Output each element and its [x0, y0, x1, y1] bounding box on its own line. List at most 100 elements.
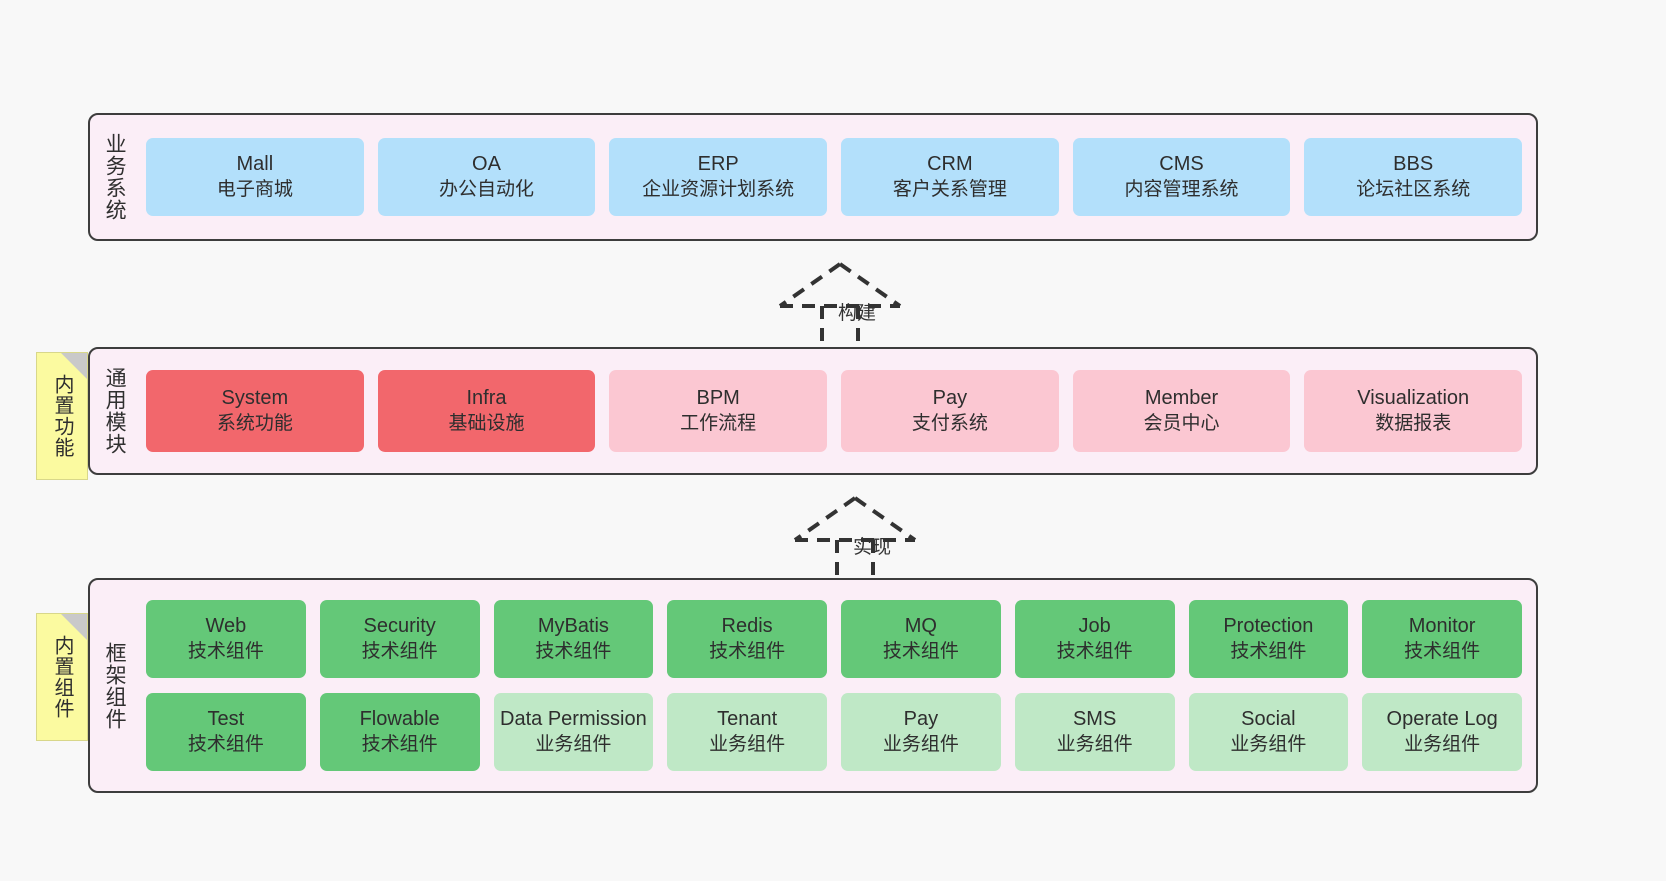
card-title: Pay: [932, 387, 968, 410]
card-title: CMS: [1159, 153, 1204, 176]
card-bpm[interactable]: BPM 工作流程: [609, 370, 828, 452]
card-row: Test 技术组件 Flowable 技术组件 Data Permission …: [146, 693, 1522, 771]
card-title: Mall: [236, 153, 274, 176]
card-bbs[interactable]: BBS 论坛社区系统: [1304, 138, 1523, 216]
layer-title-common-module: 通用模块: [103, 367, 127, 455]
card-title: Test: [207, 708, 245, 731]
card-security[interactable]: Security 技术组件: [319, 600, 480, 678]
card-title: Security: [363, 615, 436, 638]
card-title: Visualization: [1357, 387, 1470, 410]
card-system[interactable]: System 系统功能: [146, 370, 364, 452]
card-tenant[interactable]: Tenant 业务组件: [667, 693, 827, 771]
card-row: Mall 电子商城 OA 办公自动化 ERP 企业资源计划系统 CRM 客户关系…: [146, 138, 1523, 216]
layer-body-business-system: Mall 电子商城 OA 办公自动化 ERP 企业资源计划系统 CRM 客户关系…: [138, 115, 1536, 239]
card-title: Redis: [721, 615, 773, 638]
sticky-note-builtin-features: 内置功能: [36, 352, 88, 480]
layer-title-framework-component: 框架组件: [103, 641, 127, 730]
folded-corner-icon: [61, 614, 87, 640]
card-web[interactable]: Web 技术组件: [146, 600, 306, 678]
card-title: MQ: [904, 615, 937, 638]
card-title: Operate Log: [1386, 708, 1498, 731]
card-title: Social: [1241, 708, 1296, 731]
card-visualization[interactable]: Visualization 数据报表: [1304, 370, 1523, 452]
card-operate-log[interactable]: Operate Log 业务组件: [1362, 693, 1522, 771]
card-subtitle: 业务组件: [1404, 733, 1481, 755]
card-subtitle: 内容管理系统: [1124, 178, 1239, 200]
card-subtitle: 会员中心: [1143, 412, 1220, 434]
card-row: Web 技术组件 Security 技术组件 MyBatis 技术组件 Redi…: [146, 600, 1522, 678]
card-title: SMS: [1072, 708, 1117, 731]
card-subtitle: 技术组件: [882, 640, 959, 662]
sticky-note-builtin-components: 内置组件: [36, 613, 88, 741]
card-title: System: [221, 387, 289, 410]
layer-body-framework-component: Web 技术组件 Security 技术组件 MyBatis 技术组件 Redi…: [138, 580, 1536, 791]
card-subtitle: 办公自动化: [439, 178, 535, 200]
card-infra[interactable]: Infra 基础设施: [377, 370, 596, 452]
card-subtitle: 技术组件: [1404, 640, 1481, 662]
card-mybatis[interactable]: MyBatis 技术组件: [493, 600, 654, 678]
card-flowable[interactable]: Flowable 技术组件: [319, 693, 480, 771]
card-title: ERP: [697, 153, 739, 176]
layer-business-system: 业务系统 Mall 电子商城 OA 办公自动化 ERP 企业资源计划系统 CRM…: [88, 113, 1538, 241]
card-subtitle: 企业资源计划系统: [642, 178, 795, 200]
card-subtitle: 业务组件: [709, 733, 786, 755]
card-pay-component[interactable]: Pay 业务组件: [841, 693, 1001, 771]
connector-label: 实现: [853, 537, 892, 558]
card-title: BPM: [696, 387, 740, 410]
card-oa[interactable]: OA 办公自动化: [377, 138, 596, 216]
card-member[interactable]: Member 会员中心: [1072, 370, 1291, 452]
card-title: Tenant: [717, 708, 778, 731]
card-crm[interactable]: CRM 客户关系管理: [841, 138, 1059, 216]
sticky-note-label: 内置功能: [51, 374, 73, 458]
card-subtitle: 技术组件: [361, 733, 438, 755]
card-test[interactable]: Test 技术组件: [146, 693, 306, 771]
card-subtitle: 业务组件: [535, 733, 612, 755]
card-protection[interactable]: Protection 技术组件: [1188, 600, 1349, 678]
connector-label: 构建: [838, 303, 877, 324]
card-monitor[interactable]: Monitor 技术组件: [1362, 600, 1522, 678]
card-sms[interactable]: SMS 业务组件: [1014, 693, 1175, 771]
card-subtitle: 系统功能: [216, 412, 293, 434]
card-title: Infra: [466, 387, 507, 410]
card-title: Flowable: [359, 708, 440, 731]
card-erp[interactable]: ERP 企业资源计划系统: [609, 138, 828, 216]
card-subtitle: 基础设施: [448, 412, 525, 434]
card-job[interactable]: Job 技术组件: [1014, 600, 1175, 678]
card-subtitle: 业务组件: [882, 733, 959, 755]
card-subtitle: 客户关系管理: [892, 178, 1007, 200]
card-title: Protection: [1223, 615, 1314, 638]
connector-implement: 实现: [775, 492, 935, 588]
card-subtitle: 支付系统: [911, 412, 988, 434]
card-title: Job: [1078, 615, 1111, 638]
card-subtitle: 数据报表: [1375, 412, 1452, 434]
card-title: OA: [472, 153, 501, 176]
folded-corner-icon: [61, 353, 87, 379]
card-subtitle: 技术组件: [187, 640, 264, 662]
card-social[interactable]: Social 业务组件: [1188, 693, 1349, 771]
card-subtitle: 技术组件: [709, 640, 786, 662]
card-pay-module[interactable]: Pay 支付系统: [841, 370, 1059, 452]
card-subtitle: 论坛社区系统: [1356, 178, 1471, 200]
card-data-permission[interactable]: Data Permission 业务组件: [493, 693, 654, 771]
sticky-note-label: 内置组件: [51, 635, 73, 719]
card-title: Monitor: [1408, 615, 1476, 638]
card-title: Data Permission: [500, 708, 647, 731]
layer-title-business-system: 业务系统: [103, 133, 127, 221]
card-title: CRM: [927, 153, 973, 176]
card-subtitle: 技术组件: [1056, 640, 1133, 662]
card-subtitle: 业务组件: [1056, 733, 1133, 755]
card-cms[interactable]: CMS 内容管理系统: [1072, 138, 1291, 216]
card-row: System 系统功能 Infra 基础设施 BPM 工作流程 Pay 支付系统…: [146, 370, 1523, 452]
card-title: Pay: [903, 708, 939, 731]
card-subtitle: 技术组件: [535, 640, 612, 662]
card-mall[interactable]: Mall 电子商城: [146, 138, 364, 216]
card-subtitle: 技术组件: [361, 640, 438, 662]
connector-build: 构建: [760, 258, 920, 354]
layer-framework-component: 框架组件 Web 技术组件 Security 技术组件 MyBatis 技术组件…: [88, 578, 1538, 793]
card-mq[interactable]: MQ 技术组件: [841, 600, 1001, 678]
card-redis[interactable]: Redis 技术组件: [667, 600, 827, 678]
card-subtitle: 技术组件: [187, 733, 264, 755]
card-title: Member: [1144, 387, 1219, 410]
card-subtitle: 技术组件: [1230, 640, 1307, 662]
card-title: BBS: [1393, 153, 1434, 176]
